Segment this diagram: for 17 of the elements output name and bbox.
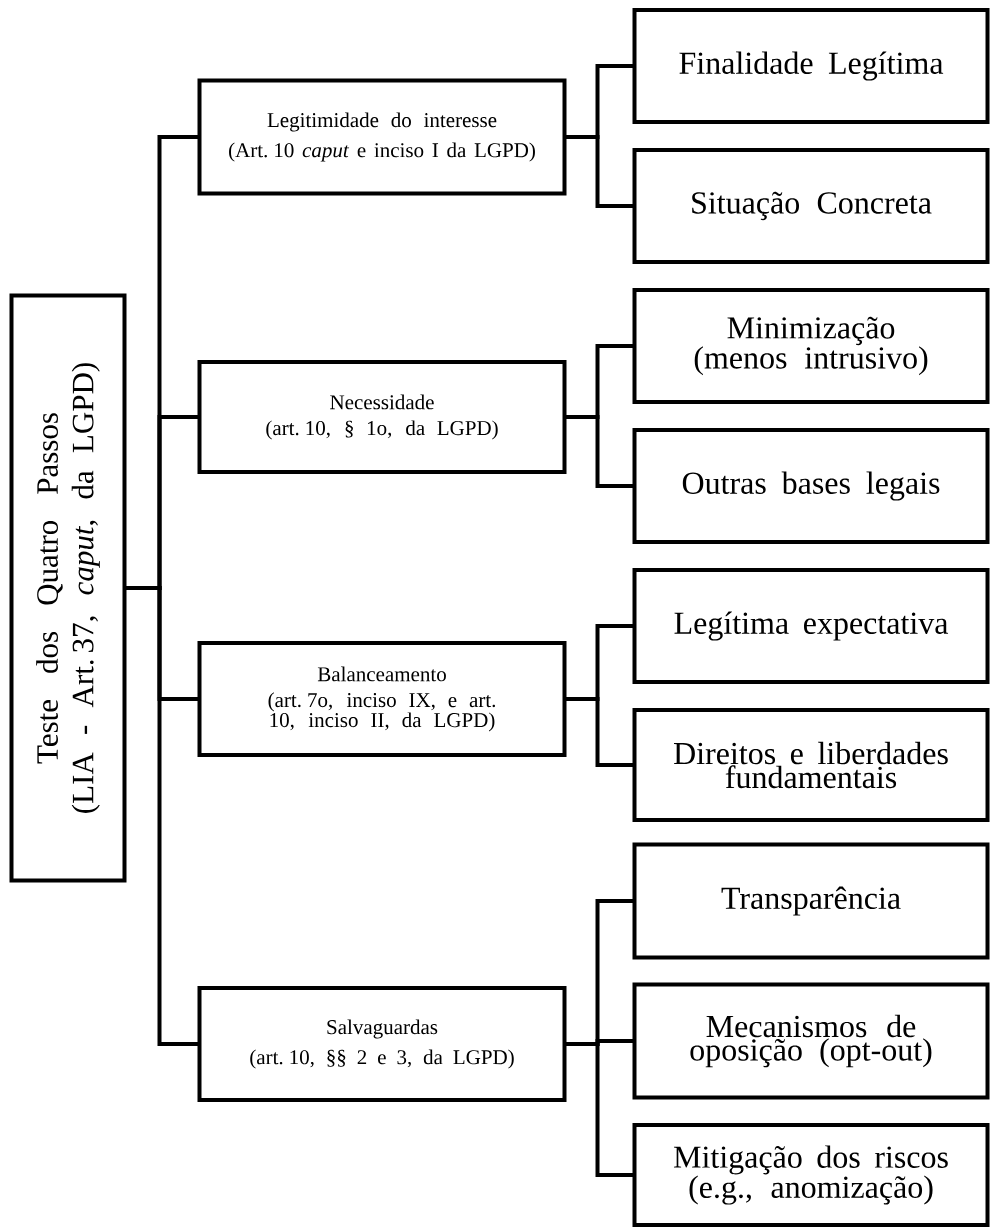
criterion-box: Mecanismos de oposição (opt-out) [632,982,990,1100]
connector [564,697,635,767]
criterion-box: Transparência [632,842,990,960]
connector [564,415,635,488]
step-box: Necessidade (art. 10, § 1o, da LGPD) [197,360,567,474]
criterion-box: Outras bases legais [632,428,990,544]
criterion-box: Mitigação dos riscos (e.g., anomização) [632,1123,990,1227]
step-box: Salvaguardas (art. 10, §§ 2 e 3, da LGPD) [197,986,567,1102]
criterion-box: Direitos e liberdades fundamentais [632,708,990,822]
criterion-box: Minimização (menos intrusivo) [632,288,990,404]
criterion-box: Legítima expectativa [632,568,990,684]
criterion-box: Finalidade Legítima [632,8,990,124]
connector [564,135,635,208]
connector [564,1042,635,1177]
step-box: Legitimidade do interesse (Art. 10 caput e inciso I da LGPD) [197,78,567,196]
criterion-box: Situação Concreta [632,148,990,264]
step-box: Balanceamento (art. 7o, inciso IX, e art. 10, inciso II, da LGPD) [197,641,567,757]
